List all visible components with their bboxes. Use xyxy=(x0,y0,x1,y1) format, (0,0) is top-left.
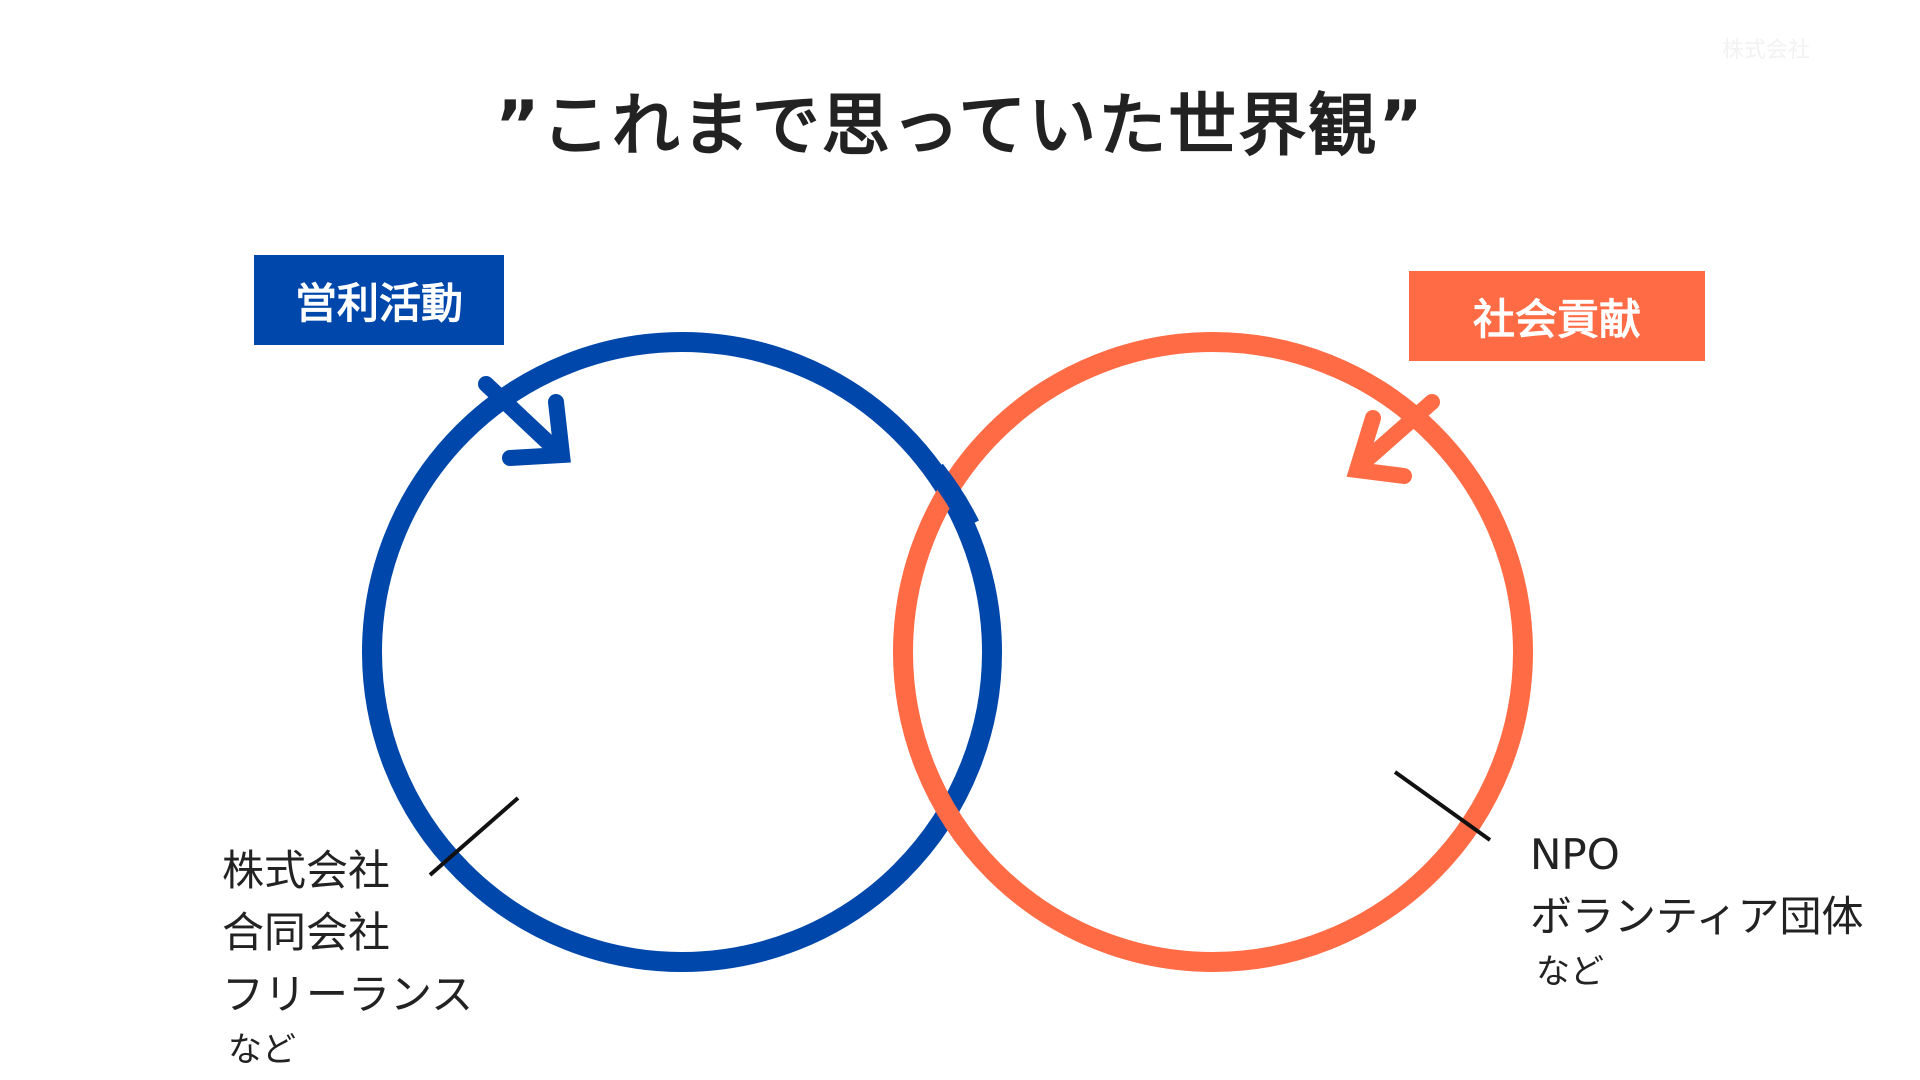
list-suffix: など xyxy=(1536,952,1604,992)
social-circle xyxy=(893,332,1533,972)
list-suffix: など xyxy=(228,1030,296,1070)
list-item: 株式会社 xyxy=(222,846,391,895)
list-item: ボランティア団体 xyxy=(1530,892,1864,941)
list-item: 合同会社 xyxy=(222,908,391,957)
social-examples: NPO ボランティア団体 など xyxy=(1530,824,1863,996)
right-leader-line xyxy=(1393,770,1492,842)
watermark-text: 株式会社 xyxy=(1721,38,1810,63)
commercial-arrow-icon xyxy=(478,376,571,466)
page-title: ”これまで思っていた世界観” xyxy=(495,87,1425,166)
label-commercial-activity: 営利活動 xyxy=(254,255,504,345)
commercial-examples: 株式会社 合同会社 フリーランス など xyxy=(222,840,473,1074)
social-arrow-icon xyxy=(1346,394,1440,484)
list-item: フリーランス xyxy=(222,970,474,1019)
left-leader-line xyxy=(428,796,520,877)
label-social-contribution: 社会貢献 xyxy=(1409,271,1705,361)
commercial-circle xyxy=(362,332,1002,972)
commercial-circle-interlock xyxy=(927,463,979,530)
list-item: NPO xyxy=(1530,830,1620,879)
